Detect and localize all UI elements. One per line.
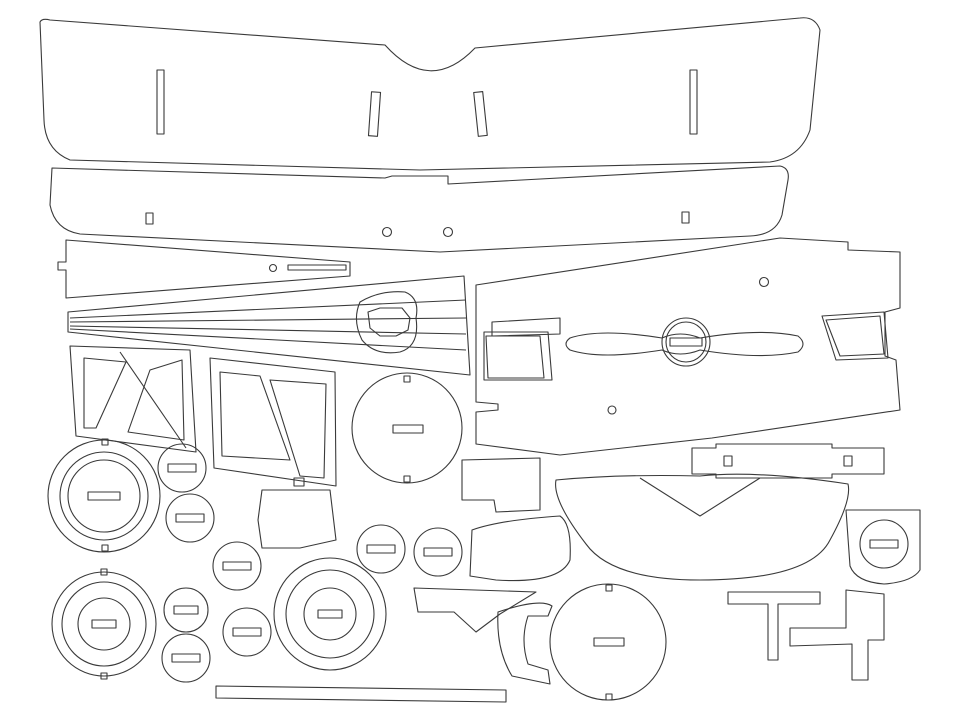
wing-slot: [367, 91, 382, 137]
lower-wing: [49, 165, 789, 253]
rudder-fin: [497, 583, 667, 701]
tapered-spar-panel: [67, 275, 471, 376]
washer-set: [157, 443, 463, 683]
wing-strut-frame-right: [209, 357, 337, 487]
wing-slot: [145, 212, 154, 225]
strut-hole: [381, 226, 393, 238]
wing-slot: [689, 69, 698, 135]
wheel-disc-right: [273, 477, 387, 671]
round-disc-large: [351, 372, 463, 484]
engine-radial-disc: [47, 438, 161, 553]
fuselage-side: [475, 237, 901, 456]
notch: [403, 375, 411, 383]
wing-slot: [473, 91, 488, 137]
tailplane-strip: [57, 239, 351, 299]
disc-slot: [392, 424, 424, 434]
upper-wing: [39, 17, 821, 171]
pin-hole: [758, 276, 770, 288]
pin-hole: [268, 263, 278, 273]
engine-slot: [87, 491, 121, 501]
wing-slot: [681, 211, 690, 224]
wheel-disc-left: [51, 568, 157, 680]
wing-slot: [156, 69, 165, 135]
undercarriage-bar: [691, 443, 885, 479]
tail-slot: [287, 264, 347, 271]
prop-slot: [669, 337, 703, 347]
hub-bracket: [257, 489, 337, 549]
bottom-slat: [215, 685, 507, 703]
wing-strut-frame-left: [69, 345, 197, 453]
notch: [403, 475, 411, 483]
l-brackets: [727, 589, 885, 681]
pin-hole: [607, 405, 617, 415]
shield-badge: [845, 509, 921, 585]
cowling-panel: [413, 457, 850, 633]
strut-hole: [442, 226, 454, 238]
propeller: [565, 317, 804, 367]
